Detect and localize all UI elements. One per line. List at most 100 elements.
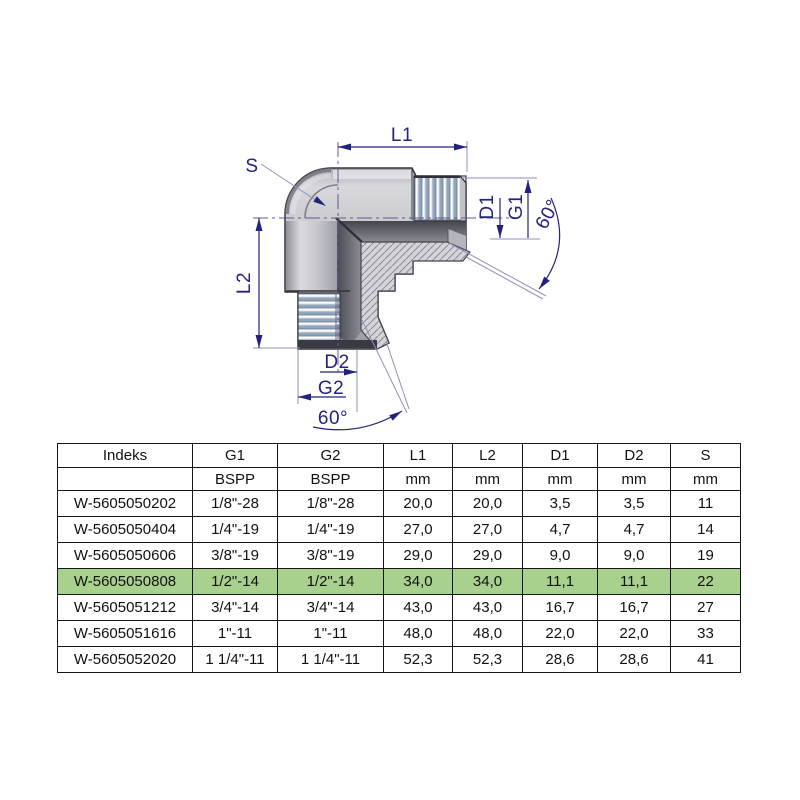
table-cell: 28,6 [597, 646, 671, 673]
dimension-lines [258, 146, 561, 431]
table-cell: 48,0 [383, 620, 453, 647]
table-cell: 11,1 [522, 568, 598, 595]
outer-corner-highlight [290, 173, 332, 215]
table-cell: 3,5 [522, 490, 598, 517]
hex-transition-arc [304, 184, 339, 219]
table-cell: W-5605050202 [57, 490, 193, 517]
table-cell: 3/8"-19 [192, 542, 278, 569]
table-cell: 16,7 [522, 594, 598, 621]
unit-header: mm [383, 467, 453, 491]
bore-horizontal [339, 221, 466, 242]
column-header: D1 [522, 443, 598, 468]
vertical-arm-shading [286, 221, 337, 290]
bore-vertical [337, 220, 361, 345]
table-cell: 3/4"-14 [277, 594, 384, 621]
s-leader-line [260, 163, 318, 202]
table-cell: W-5605052020 [57, 646, 193, 673]
column-header: S [670, 443, 741, 468]
label-d1: D1 [477, 194, 498, 219]
table-cell: 1/2"-14 [192, 568, 278, 595]
unit-header [57, 467, 193, 491]
table-cell: 1/2"-14 [277, 568, 384, 595]
table-cell: 9,0 [522, 542, 598, 569]
column-header: L1 [383, 443, 453, 468]
table-cell: 52,3 [452, 646, 523, 673]
table-cell: 1"-11 [192, 620, 278, 647]
table-cell: 1/8"-28 [192, 490, 278, 517]
table-cell: 4,7 [597, 516, 671, 543]
table-cell: 3/4"-14 [192, 594, 278, 621]
table-cell: 22,0 [597, 620, 671, 647]
table-cell: 11 [670, 490, 741, 517]
table-cell: 34,0 [383, 568, 453, 595]
extension-lines [253, 141, 547, 414]
table-cell: 34,0 [452, 568, 523, 595]
unit-header: BSPP [277, 467, 384, 491]
table-cell: 27 [670, 594, 741, 621]
fitting-diagram: L1 S L2 D1 G1 60° D2 G2 60° [234, 125, 565, 431]
table-cell: 14 [670, 516, 741, 543]
label-angle-bottom: 60° [318, 408, 348, 429]
inner-corner-chamfer [335, 217, 363, 243]
center-lines [253, 142, 512, 372]
table-cell: W-5605050606 [57, 542, 193, 569]
table-cell: 1 1/4"-11 [277, 646, 384, 673]
table-cell: W-5605051616 [57, 620, 193, 647]
table-cell: 22,0 [522, 620, 598, 647]
unit-header: mm [522, 467, 598, 491]
label-l2: L2 [234, 272, 255, 294]
table-cell: 1/8"-28 [277, 490, 384, 517]
column-header: D2 [597, 443, 671, 468]
table-cell: 20,0 [452, 490, 523, 517]
column-header: L2 [452, 443, 523, 468]
unit-header: mm [670, 467, 741, 491]
label-g2: G2 [318, 378, 344, 399]
table-cell: 1/4"-19 [192, 516, 278, 543]
table-cell: 11,1 [597, 568, 671, 595]
label-l1: L1 [391, 125, 413, 146]
table-cell: 1/4"-19 [277, 516, 384, 543]
label-s: S [245, 156, 258, 177]
table-cell: 27,0 [452, 516, 523, 543]
bottom-thread [286, 290, 377, 348]
section-hatch [360, 241, 471, 350]
table-cell: W-5605050808 [57, 568, 193, 595]
table-cell: 3/8"-19 [277, 542, 384, 569]
table-cell: 3,5 [597, 490, 671, 517]
top-arm-highlight [333, 170, 411, 179]
table-cell: 1 1/4"-11 [192, 646, 278, 673]
column-header: Indeks [57, 443, 193, 468]
table-cell: 29,0 [452, 542, 523, 569]
s-leader-arrow [313, 196, 326, 206]
table-cell: W-5605050404 [57, 516, 193, 543]
unit-header: BSPP [192, 467, 278, 491]
table-cell: 19 [670, 542, 741, 569]
table-cell: 16,7 [597, 594, 671, 621]
right-thread [411, 167, 467, 222]
label-d2: D2 [324, 352, 349, 373]
table-cell: 43,0 [452, 594, 523, 621]
table-cell: 27,0 [383, 516, 453, 543]
table-cell: 9,0 [597, 542, 671, 569]
table-cell: 28,6 [522, 646, 598, 673]
table-cell: 22 [670, 568, 741, 595]
elbow-body [284, 167, 471, 350]
table-cell: 43,0 [383, 594, 453, 621]
table-cell: 20,0 [383, 490, 453, 517]
dimension-arrows [255, 143, 550, 421]
unit-header: mm [452, 467, 523, 491]
dimension-labels: L1 S L2 D1 G1 60° D2 G2 60° [234, 125, 565, 429]
column-header: G1 [192, 443, 278, 468]
table-cell: 52,3 [383, 646, 453, 673]
